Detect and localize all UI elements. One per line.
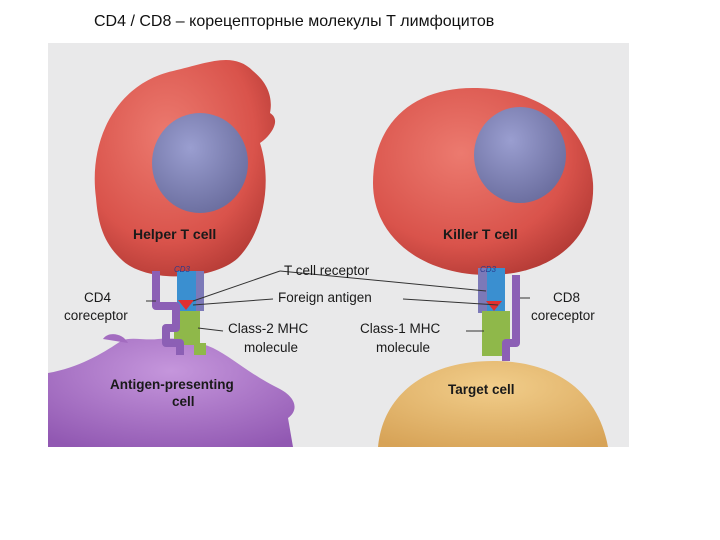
antigen-presenting-cell: [48, 338, 295, 447]
apc-label-line2: cell: [172, 394, 195, 409]
foreign-antigen-label: Foreign antigen: [278, 290, 372, 305]
class2-mhc-label: Class-2 MHC: [228, 321, 309, 336]
tcell-coreceptor-figure: Helper T cell Killer T cell CD3 CD3 T ce…: [48, 43, 629, 447]
target-cell: [378, 361, 608, 447]
foreign-antigen-left: [178, 300, 194, 310]
cd3-left-bar: [194, 271, 204, 311]
mhc2-left-stem: [194, 343, 206, 355]
class2-molecule-label: molecule: [244, 340, 298, 355]
target-cell-label: Target cell: [448, 382, 515, 397]
killer-nucleus: [474, 107, 566, 203]
cd4-coreceptor: [152, 271, 184, 355]
apc-protrusion: [103, 334, 128, 343]
killer-t-cell-label: Killer T cell: [443, 226, 518, 242]
cd4-label: CD4: [84, 290, 111, 305]
cd3-right-label: CD3: [480, 265, 497, 274]
cd8-coreceptor-label: coreceptor: [531, 308, 595, 323]
t-cell-receptor-label: T cell receptor: [284, 263, 370, 278]
cd4-coreceptor-label: coreceptor: [64, 308, 128, 323]
class1-molecule-label: molecule: [376, 340, 430, 355]
helper-nucleus: [152, 113, 248, 213]
class1-mhc-label: Class-1 MHC: [360, 321, 441, 336]
cd8-coreceptor: [502, 275, 520, 361]
slide-title: CD4 / CD8 – корецепторные молекулы Т лим…: [94, 13, 495, 30]
cd8-label: CD8: [553, 290, 580, 305]
foreign-antigen-right: [486, 301, 502, 311]
cd3-left-label: CD3: [174, 265, 191, 274]
apc-label-line1: Antigen-presenting: [110, 377, 234, 392]
helper-t-cell-label: Helper T cell: [133, 226, 216, 242]
pointer-lines: [146, 270, 530, 332]
